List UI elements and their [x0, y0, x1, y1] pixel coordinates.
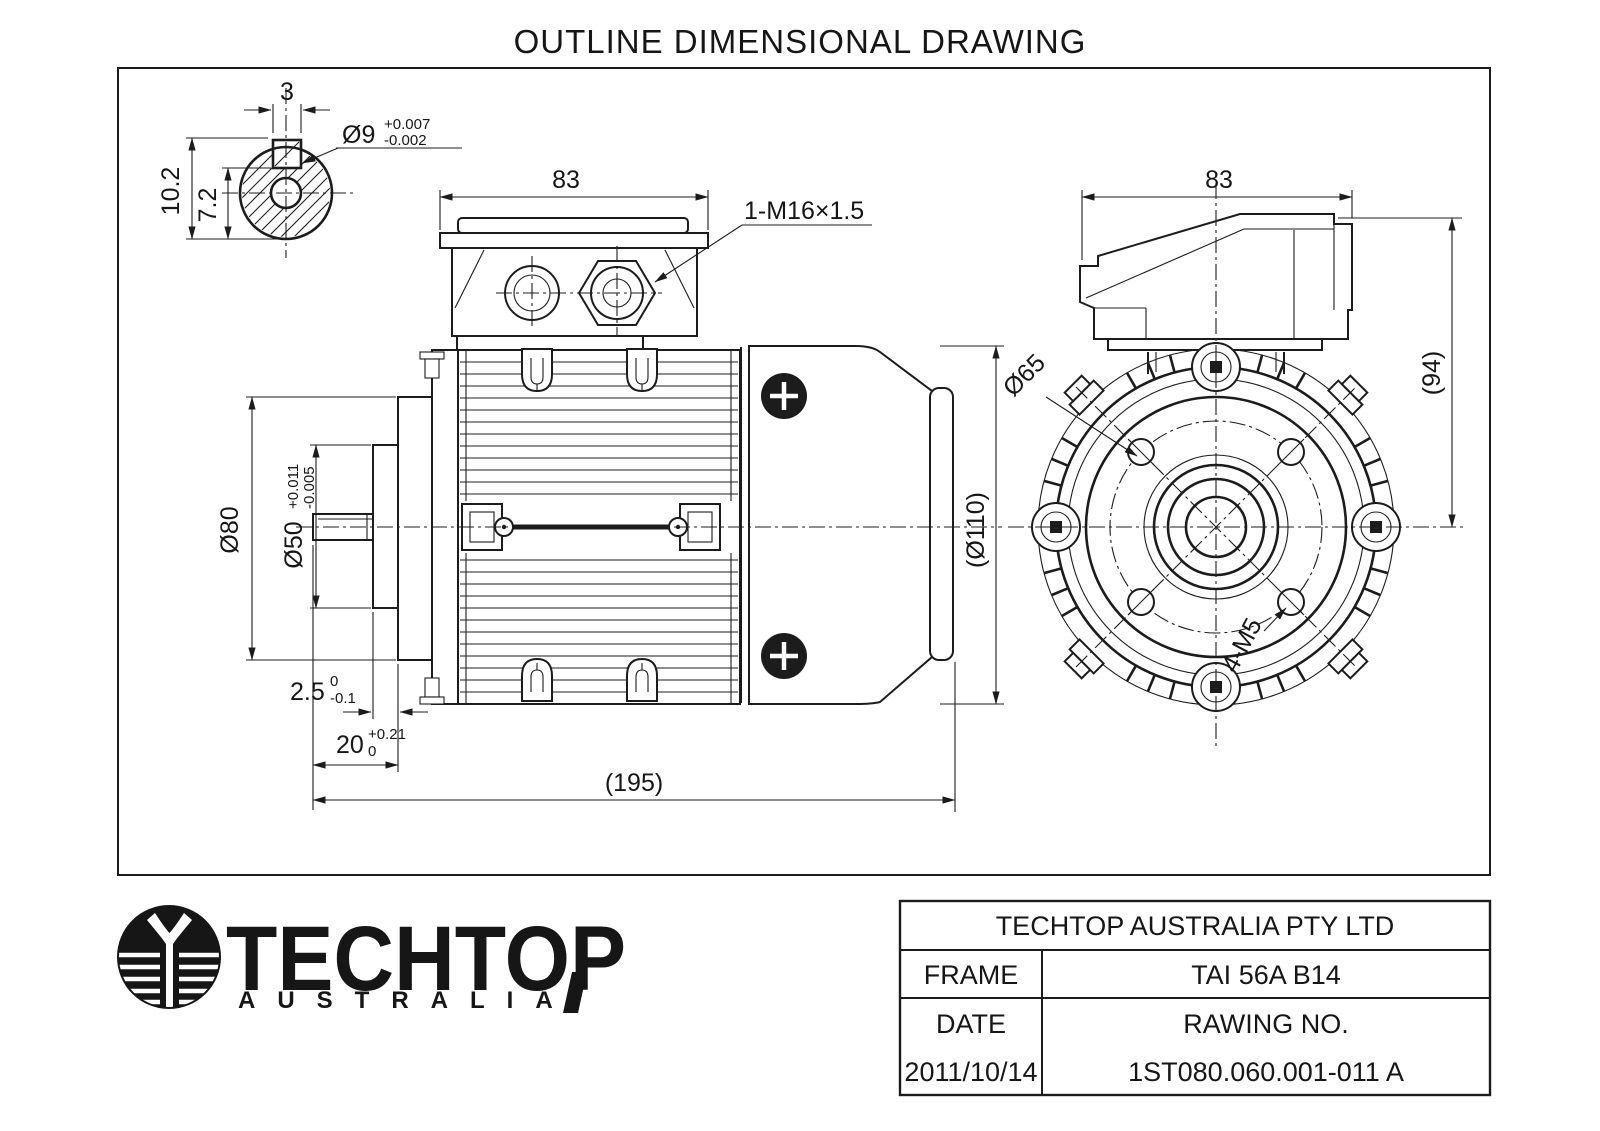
dim-overall-length: (195) [605, 769, 663, 797]
dim-flange-lip: 2.5 [290, 678, 325, 706]
dim-flange-dia: Ø80 [216, 506, 244, 553]
logo-wordmark: TECHTOP [226, 908, 626, 1010]
company-name: TECHTOP AUSTRALIA PTY LTD [996, 911, 1395, 941]
dim-shaft-dia: Ø9 [342, 121, 375, 149]
page-title: OUTLINE DIMENSIONAL DRAWING [514, 23, 1087, 60]
dim-shaft-dia-tol-upper: +0.007 [384, 116, 430, 133]
dim-spigot-tol-upper: +0.011 [285, 464, 302, 509]
fan-cowl [748, 345, 954, 705]
dim-key-depth: 7.2 [194, 188, 222, 223]
cowl-rim [929, 387, 954, 661]
dim-flange-lip-tol-lower: -0.1 [330, 690, 356, 707]
techtop-logo: TECHTOP AUSTRALIA [117, 905, 626, 1014]
logo-p-descender [563, 972, 587, 1013]
dim-body-dia: (Ø110) [962, 492, 990, 568]
dim-shaft-length-tol-upper: +0.21 [368, 726, 406, 743]
dim-spigot-dia: Ø50 [280, 521, 308, 568]
sheet-border [117, 67, 1491, 876]
bolt-circle [1109, 420, 1323, 634]
motor-frame [457, 347, 750, 705]
dim-box-width-front: 83 [1205, 166, 1233, 194]
dim-shaft-dia-tol-lower: -0.002 [384, 132, 427, 149]
date-label: DATE [936, 1009, 1006, 1039]
motor-side-view: 83 1-M16×1.5 Ø80 Ø50 +0.011 -0.005 [216, 166, 1004, 812]
cowl-screw-bottom-icon [761, 633, 807, 679]
dim-cable-gland: 1-M16×1.5 [744, 197, 864, 225]
drawing-no-value: 1ST080.060.001-011 A [1128, 1057, 1404, 1087]
flange-disc [397, 396, 433, 661]
dim-shaft-length: 20 [336, 731, 364, 759]
shaft-key-section-view: 3 10.2 7.2 Ø9 +0.007 -0.002 [157, 78, 462, 258]
frame-value: TAI 56A B14 [1191, 960, 1341, 990]
date-value: 2011/10/14 [904, 1057, 1037, 1087]
drawing-no-label: RAWING NO. [1183, 1009, 1349, 1039]
dim-box-height: (94) [1418, 351, 1446, 395]
dim-bolt-circle: Ø65 [998, 349, 1051, 402]
side-view-dimensions: 83 1-M16×1.5 Ø80 Ø50 +0.011 -0.005 [216, 166, 1004, 812]
dim-flange-lip-tol-upper: 0 [330, 673, 338, 690]
dim-spigot-tol-lower: -0.005 [301, 466, 318, 509]
frame-label: FRAME [924, 960, 1019, 990]
title-block: TECHTOP AUSTRALIA PTY LTD FRAME TAI 56A … [898, 899, 1492, 1097]
dim-total-height: 10.2 [157, 167, 185, 216]
dim-key-width: 3 [280, 78, 294, 106]
dim-box-width-side: 83 [552, 166, 580, 194]
motor-end-view: 83 (94) Ø65 4-M5 [998, 166, 1464, 749]
cowl-screw-top-icon [761, 373, 807, 419]
dim-shaft-length-tol-lower: 0 [368, 743, 376, 760]
logo-region: AUSTRALIA [238, 987, 575, 1014]
terminal-box-side [439, 217, 709, 351]
